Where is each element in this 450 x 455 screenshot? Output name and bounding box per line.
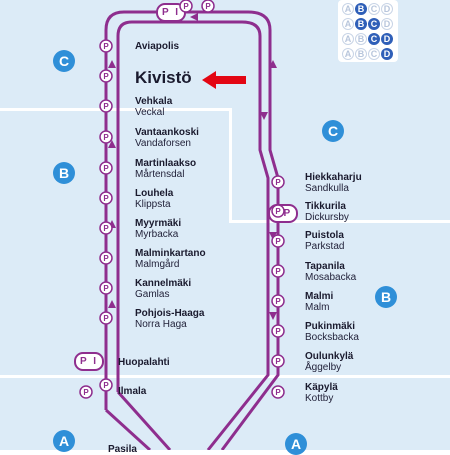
highlighted-station-name: Kivistö — [135, 68, 192, 87]
parking-icon: P — [99, 251, 113, 265]
parking-icon: P — [271, 234, 285, 248]
parking-icon: P — [271, 354, 285, 368]
hub-badge-pasila: P I — [156, 3, 187, 22]
zone-c-badge-west: C — [53, 50, 75, 72]
parking-icon: P — [99, 69, 113, 83]
parking-icon: P — [99, 39, 113, 53]
svg-text:P: P — [275, 207, 281, 216]
svg-text:P: P — [205, 2, 211, 11]
svg-text:P: P — [275, 327, 281, 336]
parking-icon: P — [271, 264, 285, 278]
svg-text:P: P — [83, 388, 89, 397]
svg-text:P: P — [103, 133, 109, 142]
parking-icon: P — [271, 204, 285, 218]
parking-icon: P — [99, 281, 113, 295]
parking-icon: P — [271, 294, 285, 308]
zone-divider-bc-west — [0, 108, 232, 111]
parking-icon: P — [271, 324, 285, 338]
station-label-aviapolis: Aviapolis — [135, 41, 180, 52]
parking-icon: P — [99, 161, 113, 175]
svg-text:P: P — [103, 164, 109, 173]
svg-text:P: P — [103, 102, 109, 111]
svg-text:P: P — [103, 284, 109, 293]
zone-a-badge-west: A — [53, 430, 75, 452]
parking-icon: P — [271, 175, 285, 189]
svg-text:P: P — [103, 72, 109, 81]
zone-c-badge-east: C — [322, 120, 344, 142]
hub-badge-huopalahti: P I — [74, 352, 105, 371]
parking-icon: P — [79, 385, 93, 399]
svg-text:P: P — [275, 267, 281, 276]
svg-text:P: P — [103, 42, 109, 51]
parking-icon: P — [271, 385, 285, 399]
parking-icon: P — [99, 130, 113, 144]
svg-text:P: P — [275, 297, 281, 306]
svg-text:P: P — [275, 237, 281, 246]
parking-icon: P — [201, 0, 215, 13]
station-label-ilmala: Ilmala — [118, 386, 147, 397]
svg-text:P: P — [103, 194, 109, 203]
svg-text:P: P — [275, 357, 281, 366]
zone-divider-bc-east-h — [229, 220, 450, 223]
highlight-arrow-icon — [202, 71, 246, 89]
svg-text:P: P — [103, 224, 109, 233]
parking-icon: P — [99, 191, 113, 205]
zone-area-a — [0, 378, 450, 450]
zone-divider-bc-east-v — [229, 108, 232, 222]
parking-icon: P — [99, 311, 113, 325]
svg-text:P: P — [103, 254, 109, 263]
svg-text:P: P — [103, 314, 109, 323]
zone-b-badge-east: B — [375, 286, 397, 308]
parking-icon: P — [179, 0, 193, 13]
parking-icon: P — [99, 378, 113, 392]
svg-text:P: P — [103, 381, 109, 390]
parking-icon: P — [99, 221, 113, 235]
parking-icon: P — [99, 99, 113, 113]
zone-b-badge-west: B — [53, 162, 75, 184]
svg-text:P: P — [275, 388, 281, 397]
svg-text:P: P — [275, 178, 281, 187]
station-label-huopalahti: Huopalahti — [118, 357, 170, 368]
zone-divider-ab — [0, 375, 450, 378]
svg-text:P: P — [183, 2, 189, 11]
